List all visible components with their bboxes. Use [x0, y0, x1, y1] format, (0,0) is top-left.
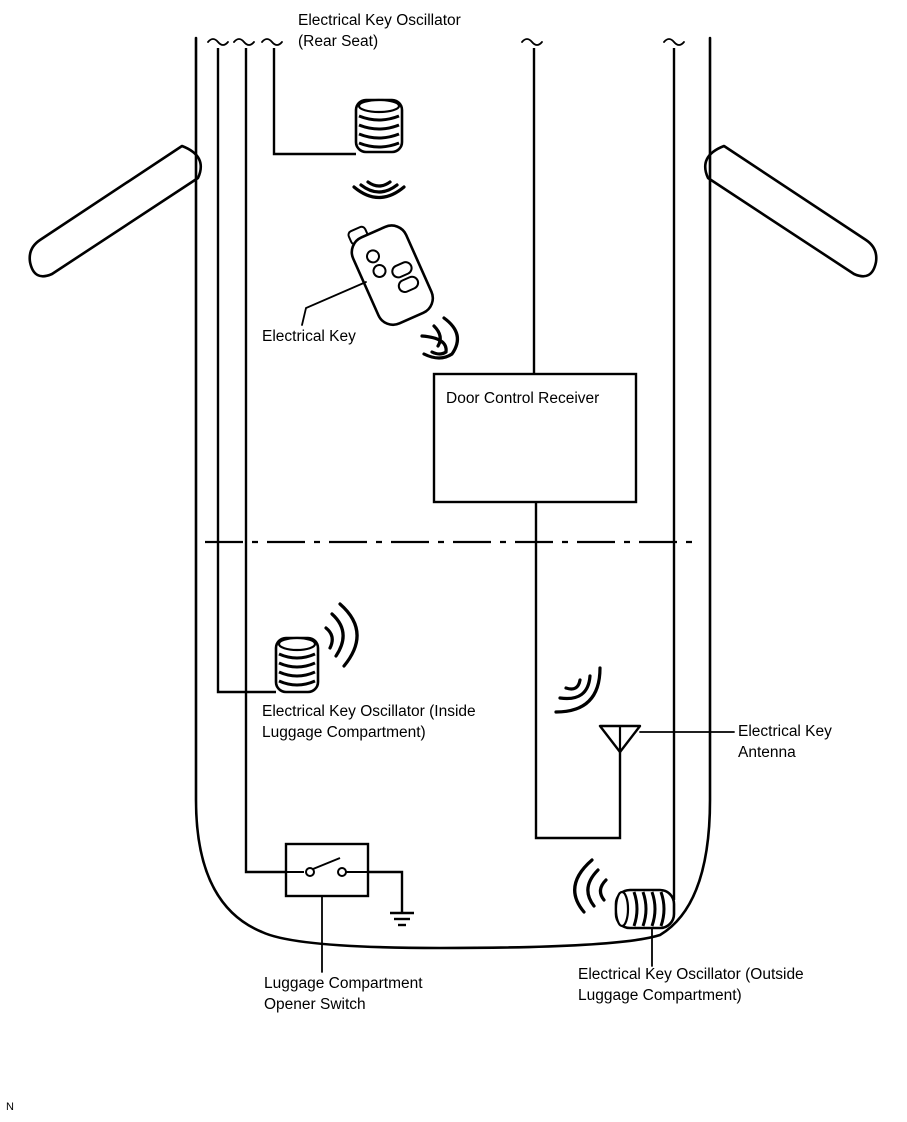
- label-opener-switch: Luggage Compartment Opener Switch: [264, 973, 423, 1015]
- label-line: Electrical Key Oscillator: [298, 12, 461, 29]
- label-line: Luggage Compartment: [264, 975, 423, 992]
- label-electrical-key-antenna: Electrical Key Antenna: [738, 721, 832, 763]
- signal-waves-icon-inside: [324, 602, 359, 668]
- signal-waves-icon-rear: [352, 180, 406, 200]
- wire-switch-ground: [368, 870, 404, 912]
- wire-break-marks: [207, 38, 685, 46]
- label-oscillator-inside-luggage: Electrical Key Oscillator (Inside Luggag…: [262, 701, 476, 743]
- label-line: (Rear Seat): [298, 33, 379, 50]
- label-line: Electrical Key Oscillator (Outside: [578, 966, 804, 983]
- vehicle-body-outline: [194, 36, 712, 950]
- antenna-icon: [598, 724, 642, 754]
- corner-mark: N: [6, 1101, 14, 1113]
- wire-receiver-antenna: [534, 502, 622, 840]
- wire-rear-oscillator: [272, 48, 356, 156]
- ground-icon: [390, 911, 414, 927]
- label-line: Opener Switch: [264, 996, 366, 1013]
- left-side-mirror: [28, 144, 203, 278]
- coil-icon-inside-luggage: [274, 636, 320, 694]
- opener-switch-icon: [284, 842, 370, 898]
- wire-opener-switch: [244, 48, 286, 874]
- label-line: Electrical Key: [738, 723, 832, 740]
- wiring: [216, 48, 676, 912]
- label-oscillator-outside-luggage: Electrical Key Oscillator (Outside Lugga…: [578, 964, 804, 1006]
- coil-icon-outside-luggage: [614, 888, 676, 930]
- label-line: Luggage Compartment): [262, 724, 426, 741]
- coil-icon-rear-seat: [354, 98, 404, 154]
- label-oscillator-rear-seat: Electrical Key Oscillator (Rear Seat): [298, 10, 461, 52]
- key-fob-icon: [347, 224, 435, 327]
- label-door-control-receiver: Door Control Receiver: [446, 390, 600, 407]
- label-line: Luggage Compartment): [578, 987, 742, 1004]
- door-control-receiver-box: [432, 372, 638, 504]
- leader-electrical-key: [301, 281, 367, 326]
- label-line: Antenna: [738, 744, 796, 761]
- signal-waves-icon-key: [420, 316, 460, 360]
- wire-inside-oscillator: [216, 48, 276, 694]
- signal-waves-icon-outside: [573, 858, 608, 914]
- signal-waves-icon-antenna: [554, 666, 602, 714]
- label-electrical-key: Electrical Key: [262, 328, 356, 345]
- label-line: Electrical Key Oscillator (Inside: [262, 703, 476, 720]
- right-side-mirror: [703, 144, 878, 278]
